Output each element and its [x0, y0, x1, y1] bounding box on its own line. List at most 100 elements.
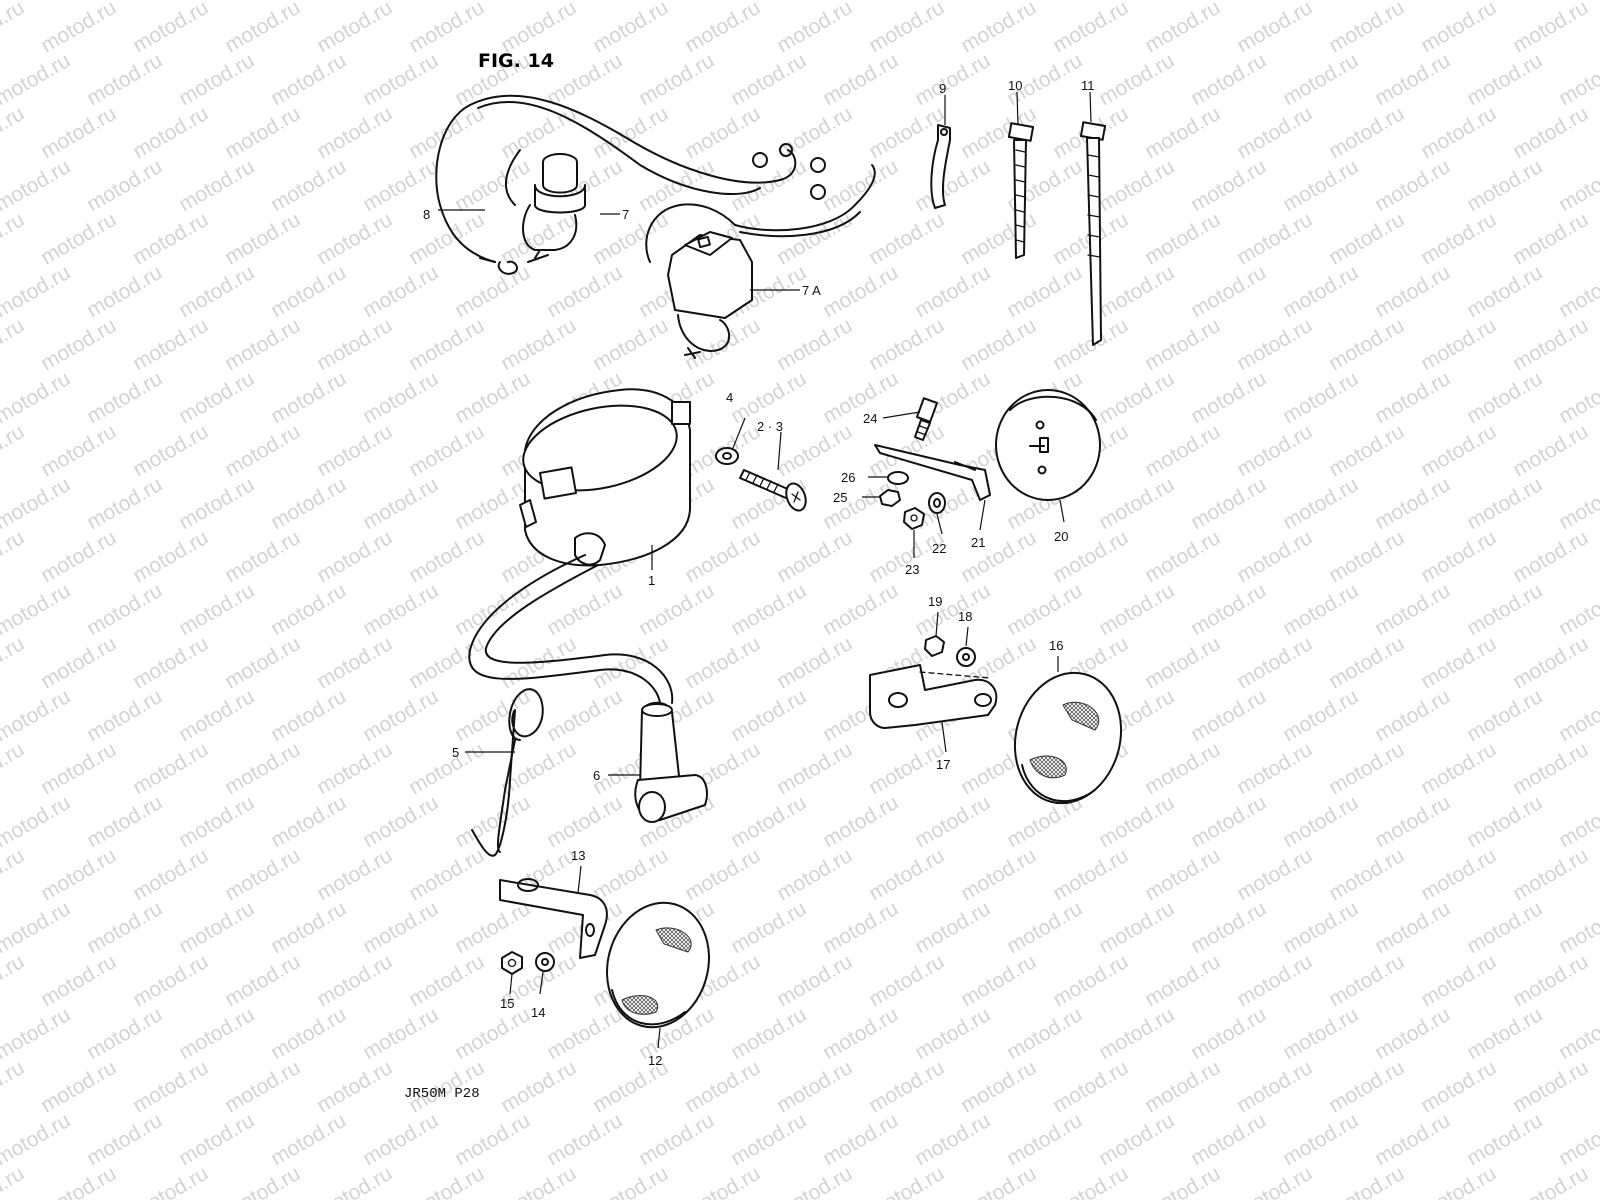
callout-15: 15 — [500, 996, 514, 1011]
watermark-text: motod.ru — [405, 420, 488, 481]
watermark-text: motod.ru — [175, 367, 258, 428]
callouts: 7 8 7 A 9 10 11 1 4 2 · 3 5 6 24 26 25 2… — [423, 78, 1095, 1068]
watermark-text: motod.ru — [1279, 1003, 1362, 1064]
callout-9: 9 — [939, 81, 946, 96]
watermark-text: motod.ru — [589, 0, 672, 57]
watermark-text: motod.ru — [0, 420, 28, 481]
watermark-text: motod.ru — [1325, 420, 1408, 481]
watermark-text: motod.ru — [37, 844, 120, 905]
watermark-text: motod.ru — [911, 155, 994, 216]
watermark-text: motod.ru — [1187, 1003, 1270, 1064]
watermark-text: motod.ru — [129, 632, 212, 693]
watermark-text: motod.ru — [405, 526, 488, 587]
watermark-text: motod.ru — [359, 49, 442, 110]
watermark-text: motod.ru — [1417, 950, 1500, 1011]
leader-lines — [465, 91, 1092, 1049]
watermark-text: motod.ru — [83, 685, 166, 746]
watermark-text: motod.ru — [681, 844, 764, 905]
watermark-text: motod.ru — [773, 1162, 856, 1200]
watermark-text: motod.ru — [359, 897, 442, 958]
watermark-text: motod.ru — [1095, 1003, 1178, 1064]
watermark-text: motod.ru — [37, 632, 120, 693]
watermark-text: motod.ru — [267, 1003, 350, 1064]
watermark-text: motod.ru — [1187, 155, 1270, 216]
watermark-text: motod.ru — [1095, 897, 1178, 958]
watermark-text: motod.ru — [451, 897, 534, 958]
watermark-text: motod.ru — [221, 1162, 304, 1200]
watermark-text: motod.ru — [681, 102, 764, 163]
watermark-text: motod.ru — [0, 49, 74, 110]
watermark-text: motod.ru — [727, 791, 810, 852]
watermark-text: motod.ru — [1463, 367, 1546, 428]
watermark-text: motod.ru — [1141, 314, 1224, 375]
watermark-text: motod.ru — [911, 897, 994, 958]
watermark-text: motod.ru — [865, 950, 948, 1011]
watermark-text: motod.ru — [1463, 1003, 1546, 1064]
callout-6: 6 — [593, 768, 600, 783]
watermark-text: motod.ru — [313, 526, 396, 587]
watermark-text: motod.ru — [727, 49, 810, 110]
watermark-text: motod.ru — [1049, 950, 1132, 1011]
watermark-text: motod.ru — [911, 1003, 994, 1064]
callout-10: 10 — [1008, 78, 1022, 93]
watermark-text: motod.ru — [589, 844, 672, 905]
watermark-text: motod.ru — [313, 0, 396, 57]
watermark-text: motod.ru — [359, 1003, 442, 1064]
watermark-text: motod.ru — [83, 155, 166, 216]
watermark-text: motod.ru — [1555, 49, 1600, 110]
watermark-text: motod.ru — [0, 102, 28, 163]
watermark-text: motod.ru — [1187, 49, 1270, 110]
watermark-text: motod.ru — [1279, 261, 1362, 322]
watermark-text: motod.ru — [681, 1162, 764, 1200]
watermark-text: motod.ru — [0, 738, 28, 799]
watermark-text: motod.ru — [773, 102, 856, 163]
part-11-cable-tie — [1079, 121, 1107, 346]
watermark-text: motod.ru — [1141, 208, 1224, 269]
watermark-text: motod.ru — [129, 208, 212, 269]
part-7-horn-switch — [435, 94, 797, 275]
watermark-text: motod.ru — [773, 632, 856, 693]
watermark-text: motod.ru — [497, 1162, 580, 1200]
watermark-text: motod.ru — [221, 208, 304, 269]
watermark-text: motod.ru — [83, 791, 166, 852]
watermark-text: motod.ru — [313, 1056, 396, 1117]
watermark-text: motod.ru — [267, 897, 350, 958]
watermark-text: motod.ru — [129, 526, 212, 587]
watermark-text: motod.ru — [221, 950, 304, 1011]
watermark-text: motod.ru — [0, 632, 28, 693]
watermark-text: motod.ru — [313, 314, 396, 375]
watermark-text: motod.ru — [0, 526, 28, 587]
watermark-text: motod.ru — [1049, 844, 1132, 905]
watermark-text: motod.ru — [221, 314, 304, 375]
watermark-text: motod.ru — [1279, 49, 1362, 110]
part-18-washer — [956, 647, 976, 667]
watermark-text: motod.ru — [0, 1109, 74, 1170]
watermark-text: motod.ru — [1417, 102, 1500, 163]
watermark-text: motod.ru — [1279, 685, 1362, 746]
watermark-text: motod.ru — [37, 526, 120, 587]
part-14-washer — [535, 952, 555, 972]
watermark-text: motod.ru — [0, 367, 74, 428]
watermark-text: motod.ru — [37, 1056, 120, 1117]
callout-25: 25 — [833, 490, 847, 505]
watermark-text: motod.ru — [221, 526, 304, 587]
watermark-text: motod.ru — [957, 1162, 1040, 1200]
watermark-text: motod.ru — [727, 685, 810, 746]
watermark-text: motod.ru — [1049, 1056, 1132, 1117]
watermark-text: motod.ru — [589, 1162, 672, 1200]
watermark-text: motod.ru — [727, 897, 810, 958]
watermark-text: motod.ru — [865, 844, 948, 905]
part-21-bracket — [874, 444, 991, 501]
watermark-text: motod.ru — [0, 579, 74, 640]
watermark-text: motod.ru — [1371, 49, 1454, 110]
watermark-text: motod.ru — [1509, 314, 1592, 375]
callout-11: 11 — [1081, 78, 1095, 93]
watermark-text: motod.ru — [359, 579, 442, 640]
callout-26: 26 — [841, 470, 855, 485]
watermark-text: motod.ru — [359, 791, 442, 852]
watermark-text: motod.ru — [313, 102, 396, 163]
watermark-text: motod.ru — [589, 102, 672, 163]
watermark-text: motod.ru — [865, 1056, 948, 1117]
watermark-text: motod.ru — [405, 314, 488, 375]
